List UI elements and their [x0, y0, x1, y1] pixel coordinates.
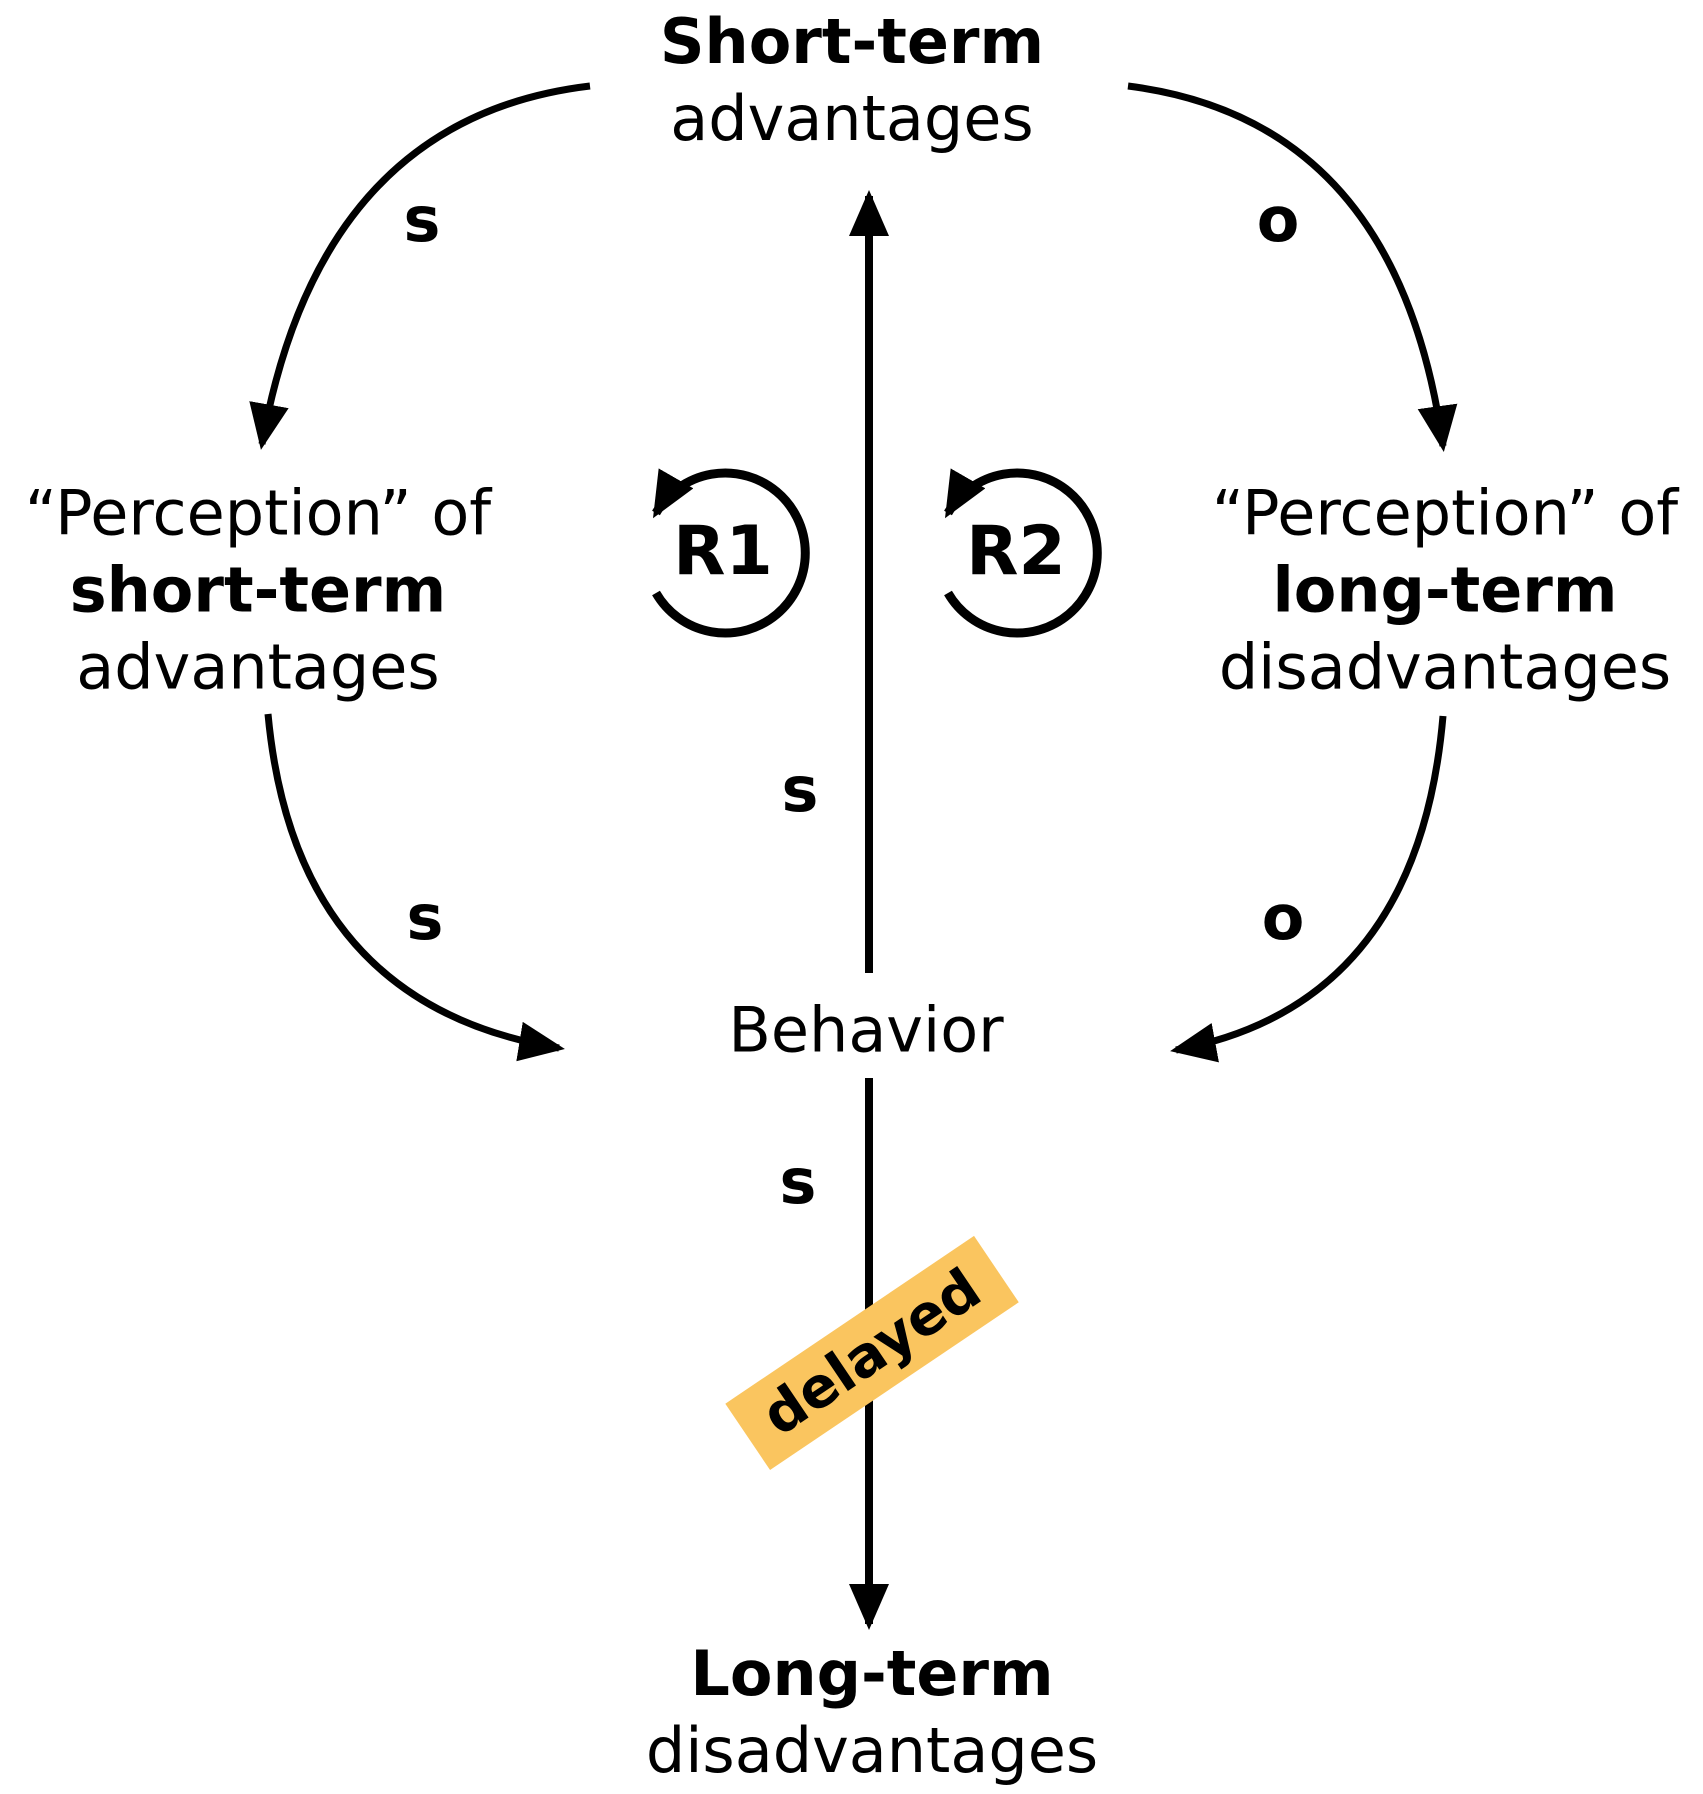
arc-short-term-to-perception-long [1127, 82, 1458, 452]
arc-perception-long-to-behavior [1170, 715, 1447, 1063]
node-perception-long-term-line2: long-term [1272, 553, 1618, 627]
loop-r2-circular-arrow-icon [944, 468, 1102, 638]
node-long-term-disadvantages: Long-term disadvantages [646, 1635, 1098, 1789]
loop-r1-label: R1 [673, 512, 773, 591]
node-perception-short-term-line1: “Perception” of [24, 476, 492, 550]
node-perception-short-term-line3: advantages [76, 630, 440, 704]
polarity-behavior-to-long: s [779, 1145, 817, 1218]
node-perception-long-term-line1: “Perception” of [1211, 476, 1679, 550]
loop-r2-label: R2 [966, 512, 1066, 591]
polarity-perception-long-to-behavior: o [1261, 881, 1305, 954]
node-short-term-advantages-line2: advantages [670, 82, 1034, 155]
polarity-short-to-perception-short: s [403, 183, 441, 256]
loop-r1-circular-arrow-icon [652, 468, 810, 638]
polarity-short-to-perception-long: o [1256, 183, 1300, 256]
node-long-term-disadvantages-line1: Long-term [690, 1637, 1054, 1710]
polarity-behavior-to-short: s [781, 753, 819, 826]
node-short-term-advantages-line1: Short-term [659, 5, 1045, 78]
node-perception-long-term-line3: disadvantages [1218, 630, 1672, 704]
arc-perception-short-to-behavior [264, 713, 565, 1062]
node-perception-long-term: “Perception” of long-term disadvantages [1212, 475, 1678, 706]
node-perception-short-term-line2: short-term [69, 553, 447, 627]
arc-short-term-to-perception-short [249, 82, 591, 450]
node-behavior: Behavior [728, 993, 1004, 1067]
polarity-perception-short-to-behavior: s [406, 881, 444, 954]
node-perception-short-term: “Perception” of short-term advantages [25, 475, 491, 706]
node-short-term-advantages: Short-term advantages [660, 3, 1044, 157]
node-long-term-disadvantages-line2: disadvantages [645, 1714, 1099, 1787]
